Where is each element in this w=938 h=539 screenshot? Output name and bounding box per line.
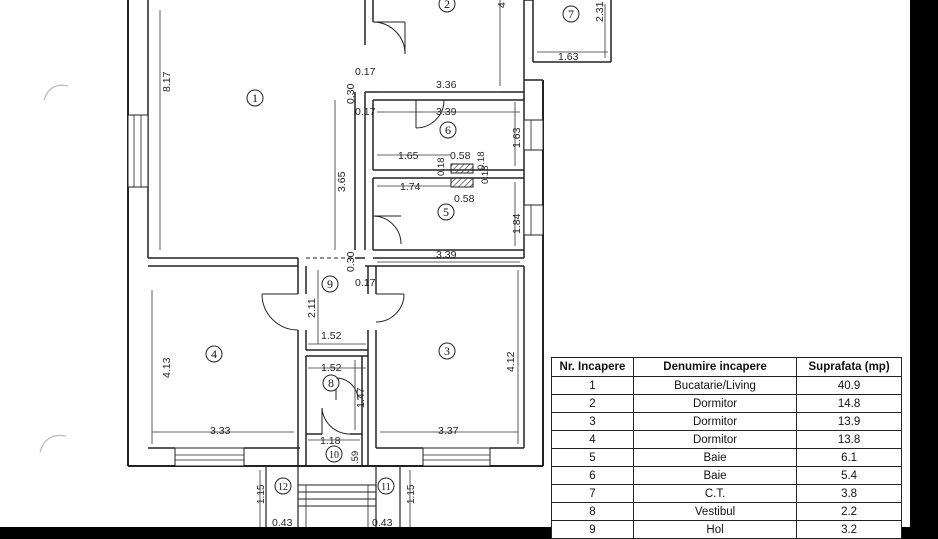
room-name-cell: Hol [632, 520, 798, 539]
dim-0-58-a: 0.58 [450, 150, 471, 162]
room-number-cell: 1 [551, 376, 634, 395]
punch-hole-bottom [39, 434, 67, 453]
floor-plan-sheet: 1 2 3 4 5 6 7 8 9 10 11 12 8.17 3.65 0.3… [0, 0, 910, 539]
room-area-cell: 14.8 [796, 394, 902, 413]
dim-0-17-c: 0.17 [355, 277, 376, 289]
room-name-cell: C.T. [632, 484, 798, 503]
room-9-number: 9 [327, 277, 333, 291]
room-name-cell: Bucatarie/Living [632, 376, 798, 395]
room-number-cell: 3 [551, 412, 634, 431]
room-name-cell: Baie [632, 466, 798, 485]
room-area-cell: 13.9 [796, 412, 902, 431]
room-number-cell: 6 [551, 466, 634, 485]
dimension-lines [151, 0, 608, 527]
room-name-cell: Dormitor [632, 430, 798, 449]
dim-0-30-b: 0.30 [345, 251, 357, 272]
dim-2-31: 2.31 [594, 1, 606, 22]
dim-4: 4 [496, 2, 508, 8]
room-3-number: 3 [444, 344, 450, 358]
dim-1-65: 1.65 [398, 150, 419, 162]
room-4-number: 4 [211, 347, 217, 361]
dim-2-11: 2.11 [306, 298, 318, 318]
room-circles [205, 0, 580, 495]
table-row: 1 Bucatarie/Living 40.9 [551, 376, 902, 395]
table-row: 8 Vestibul 2.2 [551, 502, 902, 521]
dim-8-17: 8.17 [161, 71, 173, 92]
dim-3-37: 3.37 [438, 425, 459, 437]
dim-3-36: 3.36 [436, 79, 457, 91]
dim-1-63-h: 1.63 [558, 51, 579, 63]
room-name-cell: Dormitor [632, 412, 798, 431]
room-table-header: Nr. Incapere Denumire incapere Suprafata… [551, 357, 902, 377]
dim-4-13: 4.13 [161, 357, 173, 378]
dim-1-74: 1.74 [400, 181, 421, 193]
dim-1-84: 1.84 [511, 213, 523, 234]
room-name-cell: Baie [632, 448, 798, 467]
walls [127, 0, 612, 527]
dim-1-15-left: 1.15 [256, 484, 267, 504]
room-area-cell: 5.4 [796, 466, 902, 485]
table-row: 5 Baie 6.1 [551, 448, 902, 467]
dim-1-47: 1.47 [355, 387, 367, 408]
dim-0-18-a: 0.18 [436, 158, 447, 177]
dim-0-18-b: 0.18 [476, 152, 487, 171]
room-10-number: 10 [329, 450, 339, 461]
room-7-number: 7 [568, 7, 574, 21]
room-5-number: 5 [443, 205, 449, 219]
dim-1-52-a: 1.52 [321, 330, 342, 342]
dim-059: .59 [350, 451, 361, 464]
floor-plan-drawing: 1 2 3 4 5 6 7 8 9 10 11 12 8.17 3.65 0.3… [0, 0, 910, 527]
dim-3-33: 3.33 [210, 425, 231, 437]
shaft-hatch-bottom [450, 177, 474, 188]
dim-1-52-b: 1.52 [321, 362, 342, 374]
room-6-number: 6 [445, 123, 451, 137]
dim-0-30-top: 0.30 [345, 83, 357, 104]
room-area-cell: 40.9 [796, 376, 902, 395]
header-room-area: Suprafata (mp) [796, 357, 902, 377]
header-room-number: Nr. Incapere [551, 357, 634, 377]
doors [261, 21, 445, 435]
room-number-cell: 8 [551, 502, 634, 521]
dim-1-18: 1.18 [320, 435, 341, 447]
room-number-cell: 5 [551, 448, 634, 467]
room-area-cell: 3.8 [796, 484, 902, 503]
dim-0-43-left: 0.43 [272, 517, 293, 527]
dim-0-58-b: 0.58 [454, 193, 475, 205]
room-name-cell: Vestibul [632, 502, 798, 521]
room-8-number: 8 [328, 376, 334, 390]
dim-0-17-b: 0.17 [355, 106, 376, 118]
dim-0-18-c: 0.18 [480, 166, 491, 185]
table-row: 6 Baie 5.4 [551, 466, 902, 485]
room-area-cell: 3.2 [796, 520, 902, 539]
room-area-cell: 2.2 [796, 502, 902, 521]
room-table: Nr. Incapere Denumire incapere Suprafata… [551, 357, 902, 539]
dim-3-65: 3.65 [336, 171, 348, 192]
room-number-cell: 4 [551, 430, 634, 449]
room-number-cell: 7 [551, 484, 634, 503]
room-number-cell: 9 [551, 520, 634, 539]
shaft-hatch-top [450, 163, 474, 174]
dim-0-17-top: 0.17 [355, 66, 376, 78]
dim-4-12: 4.12 [505, 351, 517, 372]
room-number-cell: 2 [551, 394, 634, 413]
dim-1-15-right: 1.15 [406, 484, 417, 504]
dim-1-63-v: 1.63 [511, 127, 523, 148]
room-12-number: 12 [278, 482, 288, 493]
dim-3-39-b: 3.39 [436, 249, 457, 261]
room-2-number: 2 [444, 0, 450, 11]
table-row: 2 Dormitor 14.8 [551, 394, 902, 413]
room-area-cell: 6.1 [796, 448, 902, 467]
table-row: 7 C.T. 3.8 [551, 484, 902, 503]
dim-0-43-right: 0.43 [372, 517, 393, 527]
room-area-cell: 13.8 [796, 430, 902, 449]
table-row: 4 Dormitor 13.8 [551, 430, 902, 449]
room-1-number: 1 [252, 91, 258, 105]
table-row: 3 Dormitor 13.9 [551, 412, 902, 431]
dim-3-39-a: 3.39 [436, 106, 457, 118]
table-row: 9 Hol 3.2 [551, 520, 902, 539]
room-name-cell: Dormitor [632, 394, 798, 413]
header-room-name: Denumire incapere [632, 357, 798, 377]
punch-hole-top [43, 84, 69, 101]
room-11-number: 11 [381, 482, 391, 493]
